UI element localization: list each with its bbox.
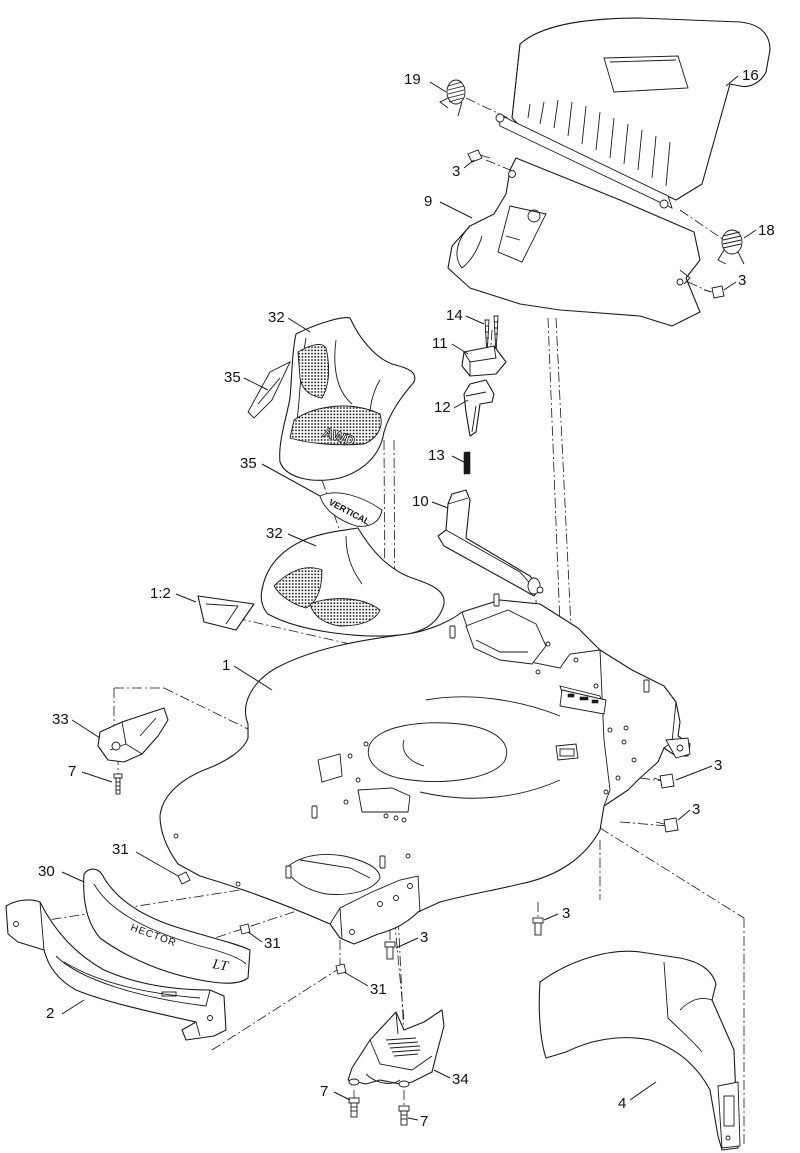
callout-10: 10 — [412, 493, 429, 510]
callout-7: 7 — [68, 763, 76, 780]
callout-3: 3 — [692, 801, 700, 818]
part-35-decal-lower: VERTICAL — [319, 492, 383, 527]
callout-13: 13 — [428, 447, 445, 464]
part-9-rear-flap — [447, 157, 701, 327]
part-2-front-bumper — [5, 899, 227, 1041]
bolt-31-c — [335, 963, 347, 975]
part-10-lever — [437, 489, 544, 597]
callout-11: 11 — [432, 335, 448, 352]
part-18-torsion-spring — [717, 229, 745, 265]
callout-35: 35 — [240, 455, 257, 472]
callout-1-2: 1:2 — [150, 585, 171, 602]
callout-2: 2 — [46, 1005, 54, 1022]
callout-16: 16 — [742, 67, 759, 84]
part-13-spring — [463, 451, 471, 475]
callout-18: 18 — [758, 222, 775, 239]
callout-9: 9 — [424, 193, 432, 210]
callout-33: 33 — [52, 711, 69, 728]
callout-30: 30 — [38, 863, 55, 880]
bolt-3-right-lower — [655, 817, 679, 833]
callout-32: 32 — [268, 309, 285, 326]
callout-3: 3 — [562, 905, 570, 922]
bolt-3-right-upper — [653, 773, 675, 789]
part-14-screws — [484, 315, 499, 357]
part-30-bumper-decal: HECTOR LT — [83, 868, 251, 984]
part-4-discharge-chute — [538, 950, 741, 1151]
callout-3: 3 — [452, 163, 460, 180]
callout-7: 7 — [320, 1083, 328, 1100]
part-35-decal-upper — [247, 361, 291, 419]
callout-31: 31 — [370, 981, 387, 998]
bolt-3-upper-right — [679, 269, 725, 299]
callout-4: 4 — [618, 1095, 626, 1112]
callout-32: 32 — [266, 525, 283, 542]
callout-3: 3 — [420, 929, 428, 946]
leader-lines — [61, 75, 757, 1121]
part-32-lower-cover — [260, 527, 445, 637]
callout-14: 14 — [446, 307, 463, 324]
part-33-bracket — [97, 707, 169, 763]
bolt-3-bottom-left — [384, 941, 396, 960]
part-1-mower-deck — [159, 593, 691, 945]
bolt-7-left — [113, 773, 123, 795]
bolt-31-a — [177, 871, 191, 885]
script-decal-text: LT — [210, 957, 230, 975]
callout-12: 12 — [434, 399, 451, 416]
part-1-2-plate — [197, 595, 255, 631]
callout-19: 19 — [404, 71, 421, 88]
callout-35: 35 — [224, 369, 241, 386]
callout-1: 1 — [222, 657, 230, 674]
part-19-torsion-spring — [439, 79, 466, 117]
bolt-31-b — [239, 923, 251, 935]
callout-7: 7 — [420, 1113, 428, 1130]
bolt-3-upper-left — [467, 149, 491, 163]
part-11-knob — [461, 345, 507, 377]
part-16-rear-cover — [495, 17, 771, 209]
part-32-upper-cover: AWD — [279, 317, 416, 481]
bolt-7-bottom-right — [398, 1105, 410, 1126]
bolt-7-bottom-left — [348, 1097, 360, 1118]
callout-labels: 16 19 3 9 18 3 14 32 11 35 12 13 35 10 3… — [38, 67, 775, 1130]
bolt-3-bottom-center — [532, 917, 544, 936]
callout-3: 3 — [738, 272, 746, 289]
callout-3: 3 — [714, 757, 722, 774]
callout-31: 31 — [264, 935, 281, 952]
part-34-skid-bracket — [347, 1009, 445, 1088]
part-12-height-adjuster — [463, 379, 495, 437]
callout-34: 34 — [452, 1071, 469, 1088]
callout-31: 31 — [112, 841, 129, 858]
